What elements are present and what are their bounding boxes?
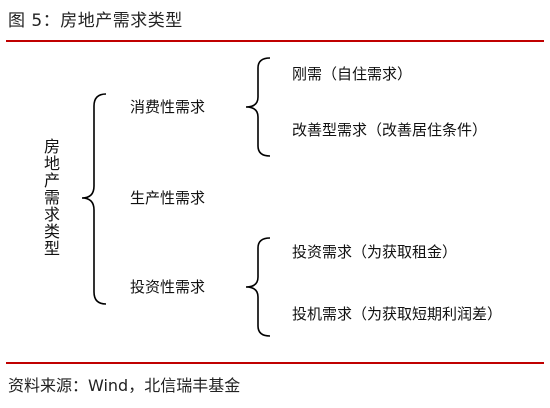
leaf-investment-demand: 投资需求（为获取租金）	[292, 243, 458, 261]
leaf-improvement-demand: 改善型需求（改善居住条件）	[292, 121, 488, 139]
source-note: 资料来源：Wind，北信瑞丰基金	[8, 376, 241, 395]
leaf-speculative-demand: 投机需求（为获取短期利润差）	[292, 305, 503, 323]
top-rule	[6, 40, 544, 42]
consumption-bracket	[245, 57, 271, 157]
bottom-rule	[6, 362, 544, 364]
root-bracket	[81, 93, 107, 305]
branch-production: 生产性需求	[130, 189, 206, 207]
investment-bracket	[245, 237, 271, 337]
figure-title: 图 5：房地产需求类型	[8, 11, 183, 31]
branch-investment: 投资性需求	[130, 278, 206, 296]
branch-consumption: 消费性需求	[130, 98, 206, 116]
leaf-rigid-demand: 刚需（自住需求）	[292, 65, 413, 83]
root-node: 房地产需求类型	[41, 138, 60, 257]
